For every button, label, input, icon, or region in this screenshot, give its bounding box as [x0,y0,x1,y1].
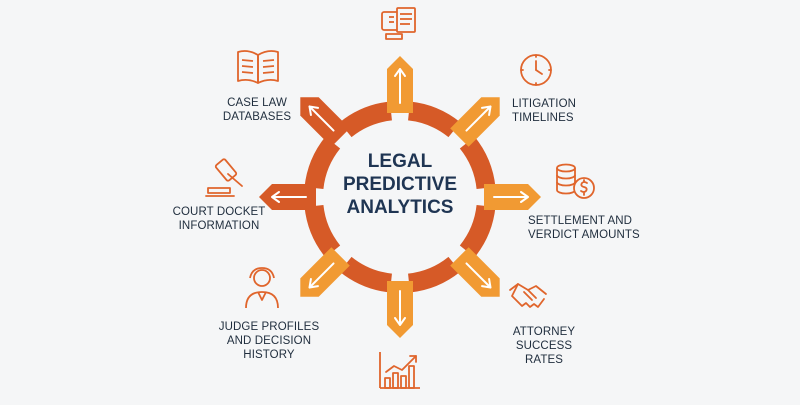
coins-dollar-icon [556,163,595,199]
ring-segment [459,205,496,258]
label-attorney-success: ATTORNEY SUCCESS RATES [498,325,590,367]
ring-segment [304,136,341,189]
label-line: ATTORNEY [512,326,576,338]
arrow-top [387,56,413,113]
gavel-icon [205,158,243,197]
label-line: VERDICT AMOUNTS [528,229,640,241]
arrow-bottom [387,281,413,338]
ring-segment [408,256,461,293]
handshake-icon [509,283,547,308]
arrow-bottom-left [300,247,350,297]
judge-person-icon [245,267,279,309]
label-line: INFORMATION [178,220,260,232]
ring-segment [304,205,341,258]
growth-chart-icon [379,352,420,389]
clock-icon [520,54,552,86]
arrow-top-left [300,97,350,147]
center-title-line-3: ANALYTICS [346,197,454,218]
center-title-line-1: LEGAL [367,151,433,172]
label-judge-profiles: JUDGE PROFILES AND DECISION HISTORY [214,320,324,362]
label-line: HISTORY [243,349,295,361]
arrow-left [259,184,316,210]
label-case-law: CASE LAW DATABASES [212,96,302,124]
label-line: LITIGATION [512,98,577,110]
label-line: DATABASES [222,111,292,123]
arrows-group [259,56,541,338]
label-line: JUDGE PROFILES [218,321,320,333]
ring-segment [408,101,461,138]
center-ring [304,101,496,293]
arrow-right [484,184,541,210]
open-book-icon [237,50,279,84]
ring-segment [339,256,392,293]
label-settlement-verdict: SETTLEMENT AND VERDICT AMOUNTS [528,214,640,242]
label-line: AND DECISION [226,335,312,347]
label-line: TIMELINES [512,112,574,124]
label-line: SETTLEMENT AND [528,215,633,227]
ring-segment [459,136,496,189]
arrow-top-right [450,97,500,147]
monitor-document-icon [381,7,416,40]
label-litigation-timelines: LITIGATION TIMELINES [512,97,576,125]
label-court-docket: COURT DOCKET INFORMATION [170,205,268,233]
label-line: COURT DOCKET [172,206,266,218]
ring-segment [339,101,392,138]
label-line: SUCCESS [515,340,573,352]
label-line: RATES [525,354,563,366]
arrow-bottom-right [450,247,500,297]
label-line: CASE LAW [227,97,287,109]
center-title-line-2: PREDICTIVE [342,174,458,195]
center-title: LEGAL PREDICTIVE ANALYTICS [320,150,480,219]
